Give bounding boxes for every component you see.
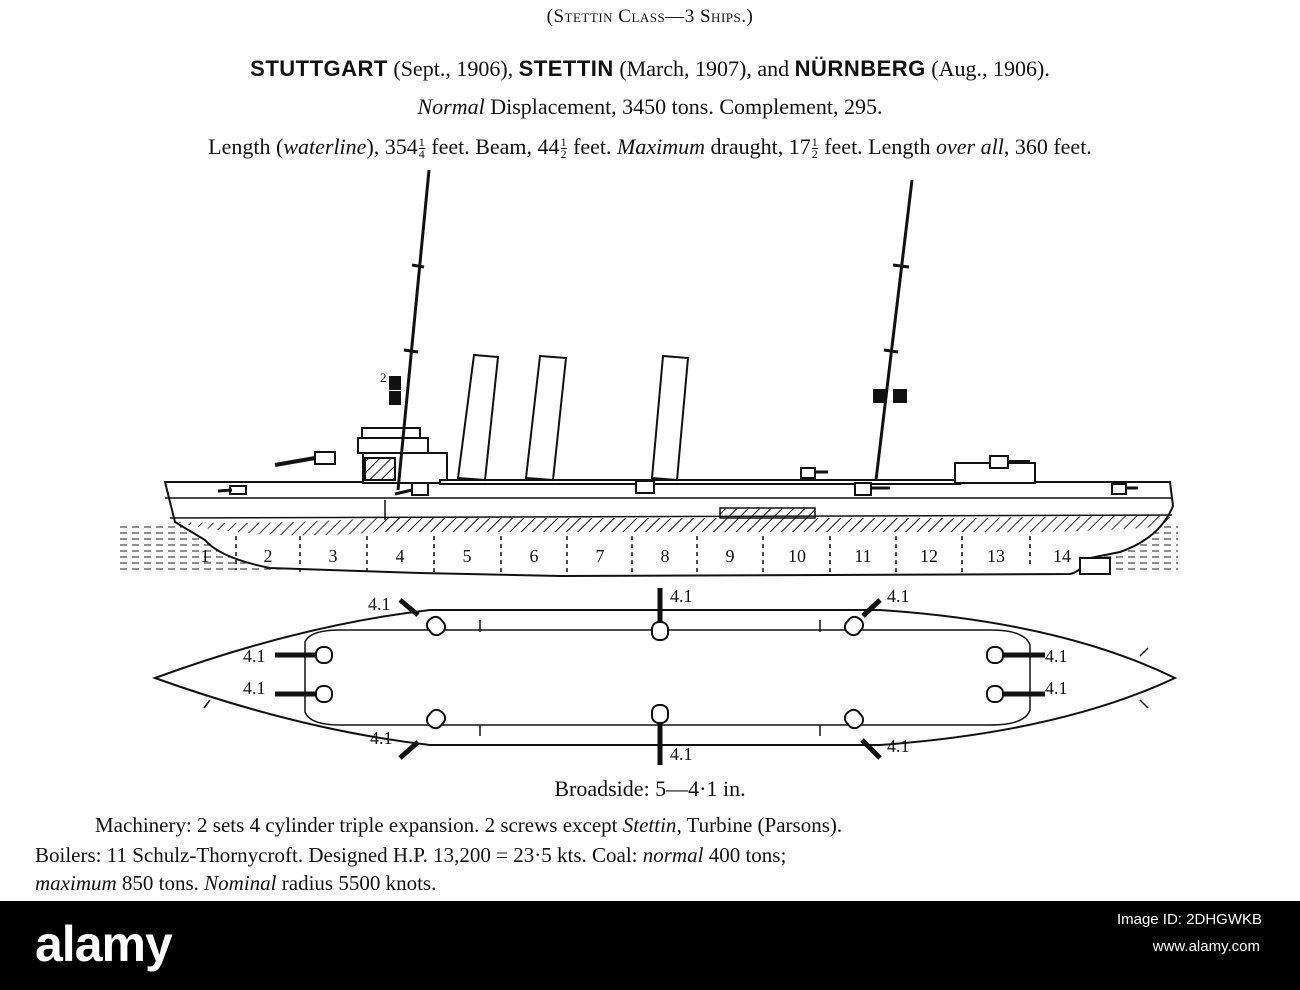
inner-deck-outline (304, 629, 1031, 726)
alamy-logo: alamy (35, 916, 173, 972)
gun-label: 4.1 (243, 646, 266, 666)
compartment-label: 12 (920, 546, 938, 566)
gun-label: 4.1 (887, 586, 910, 606)
ship-name-stettin: STETTIN (518, 56, 614, 81)
foremast (396, 170, 431, 491)
gun-label: 4.1 (370, 728, 393, 748)
machinery-line: Machinery: 2 sets 4 cylinder triple expa… (95, 813, 1300, 838)
fraction-den: 2 (811, 147, 818, 162)
funnel-2 (524, 354, 568, 482)
dim-maximum: Maximum (617, 134, 706, 159)
gun-label: 4.1 (1045, 678, 1068, 698)
compartment-label: 5 (463, 546, 472, 566)
fraction-num: 1 (560, 135, 567, 150)
image-id: Image ID: 2DHGWKB (1116, 911, 1262, 928)
mainmast (874, 179, 914, 481)
compartment-label: 2 (264, 546, 273, 566)
hull-outline (152, 609, 1178, 746)
fraction-num: 1 (811, 135, 818, 150)
compartment-label: 6 (530, 546, 539, 566)
coal-maximum: maximum (35, 871, 117, 895)
funnel-3 (650, 354, 690, 482)
plan-guns (275, 588, 1045, 765)
machinery-turbine: , Turbine (Parsons). (676, 813, 843, 837)
compartment-label: 1 (201, 546, 210, 566)
profile-guns (217, 451, 1138, 496)
compartment-label: 13 (987, 546, 1005, 566)
radius-text: radius 5500 knots. (276, 871, 437, 895)
coal-normal: normal (642, 843, 704, 867)
dim-text-c: ), 354 (366, 134, 418, 159)
dim-text-h: feet. Length (818, 134, 937, 159)
compartment-label: 14 (1053, 546, 1071, 566)
fraction-num: 1 (418, 135, 425, 150)
compartment-label: 9 (726, 546, 735, 566)
fraction-den: 2 (560, 147, 567, 162)
fraction-den: 4 (418, 147, 425, 162)
searchlight-label: 2 (380, 370, 387, 385)
bridge-deck-1 (357, 437, 429, 454)
boilers-text: Boilers: 11 Schulz-Thornycroft. Designed… (35, 843, 643, 867)
armour-belt (380, 518, 970, 532)
dim-text-d: feet. Beam, 44 (425, 134, 560, 159)
watermark-footer: alamy Image ID: 2DHGWKB www.alamy.com (0, 901, 1300, 990)
class-line: (Stettin Class—3 Ships.) (546, 6, 754, 27)
dim-text-j: , 360 feet. (1003, 134, 1092, 159)
displacement-text: Displacement, 3450 tons. Complement, 295… (490, 94, 883, 119)
gun-label: 4.1 (670, 586, 693, 606)
dim-over-all: over all (936, 134, 1004, 159)
compartment-label: 11 (854, 546, 871, 566)
ship-date-stettin: (March, 1907), and (619, 56, 790, 81)
funnel-1 (456, 353, 500, 482)
armour-belt-aft (970, 515, 1170, 533)
coal-line: maximum 850 tons. Nominal radius 5500 kn… (35, 871, 1300, 896)
compartment-label: 3 (329, 546, 338, 566)
ship-plan-view (152, 609, 1178, 746)
gun-label: 4.1 (670, 744, 693, 764)
ship-profile (163, 170, 1175, 578)
ship-date-nurnberg: (Aug., 1906). (931, 56, 1050, 81)
conning-armour (719, 507, 816, 519)
dim-text-g: draught, 17 (705, 134, 811, 159)
broadside-line: Broadside: 5—4·1 in. (554, 776, 746, 801)
displacement-normal: Normal (417, 94, 485, 119)
displacement-line: Normal Displacement, 3450 tons. Compleme… (0, 94, 1300, 120)
ship-names-line: STUTTGART (Sept., 1906), STETTIN (March,… (0, 56, 1300, 82)
compartment-label: 4 (396, 546, 405, 566)
gun-label: 4.1 (1045, 646, 1068, 666)
radius-nominal: Nominal (204, 871, 277, 895)
rudder (1079, 557, 1111, 575)
gun-label: 4.1 (368, 594, 391, 614)
site-url: www.alamy.com (1152, 938, 1260, 955)
ship-name-nurnberg: NÜRNBERG (794, 56, 926, 81)
gun-label: 4.1 (887, 736, 910, 756)
machinery-text: Machinery: 2 sets 4 cylinder triple expa… (95, 813, 623, 837)
ship-name-stuttgart: STUTTGART (250, 56, 388, 81)
ship-date-stuttgart: (Sept., 1906), (393, 56, 514, 81)
midship-deck (439, 479, 961, 485)
compartment-label: 10 (788, 546, 806, 566)
compartment-label: 7 (596, 546, 605, 566)
machinery-stettin: Stettin (622, 813, 677, 837)
compartments (235, 536, 1031, 576)
gun-label: 4.1 (243, 678, 266, 698)
coal-normal-amount: 400 tons; (703, 843, 787, 867)
bridge-deck-2 (361, 427, 421, 439)
compartment-label: 8 (661, 546, 670, 566)
coal-maximum-amount: 850 tons. (116, 871, 205, 895)
dim-text-e: feet. (567, 134, 618, 159)
dim-text-a: Length ( (208, 134, 284, 159)
gun-labels: 4.1 4.1 4.1 4.1 4.1 4.1 4.1 4.1 4.1 4.1 … (243, 370, 1068, 764)
chart-house (364, 457, 396, 481)
armour-belt-fore (175, 518, 380, 536)
boilers-line: Boilers: 11 Schulz-Thornycroft. Designed… (35, 843, 1300, 868)
dim-waterline: waterline (283, 134, 367, 159)
